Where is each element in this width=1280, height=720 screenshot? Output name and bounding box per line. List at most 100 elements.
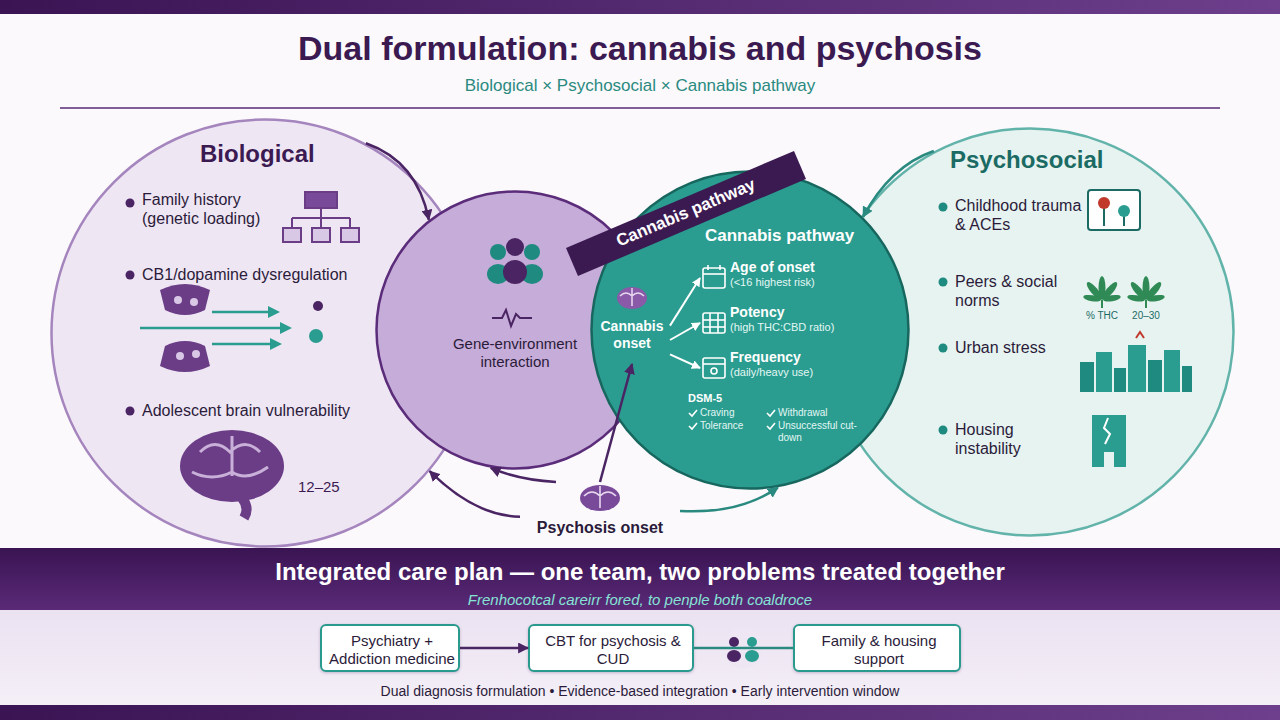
node-text: (high THC:CBD ratio) xyxy=(730,321,875,334)
cannabis-leaf-part xyxy=(1146,294,1165,303)
cannabis-leaf-part xyxy=(1083,294,1102,303)
potency-grid-icon-part xyxy=(703,319,725,321)
synapse-illustration-part xyxy=(140,312,282,344)
synapse-illustration-part xyxy=(268,306,292,350)
city-skyline-icon-part xyxy=(1164,350,1180,392)
node-text: Childhood trauma & ACEs xyxy=(955,196,1085,234)
check-mark-part xyxy=(767,423,775,429)
calendar-icon xyxy=(703,265,725,288)
node-heading: Psychosis onset xyxy=(520,518,680,537)
trauma-icon xyxy=(1088,190,1140,230)
connector-arrow xyxy=(460,647,528,650)
node-heading: Cannabis pathway xyxy=(705,226,875,246)
synapse-illustration-part-part xyxy=(270,338,282,350)
building-icon-part xyxy=(1104,418,1110,444)
people-icon-part xyxy=(745,650,759,662)
cannabis-leaf xyxy=(1083,276,1121,308)
potency-grid-icon xyxy=(703,313,725,333)
brain-icon-part xyxy=(180,430,284,502)
connector-arrow xyxy=(430,471,520,517)
family-tree-icon-part xyxy=(305,192,337,208)
process-box: CBT for psychosis & CUD xyxy=(528,624,694,672)
bullet-dot-part xyxy=(126,407,135,416)
connector-arrow xyxy=(670,278,700,326)
brain-icon-part xyxy=(617,287,647,309)
node-heading: Psychosocial xyxy=(950,146,1150,175)
family-tree-icon-part xyxy=(341,228,359,242)
node-text: Family history (genetic loading) xyxy=(142,190,292,228)
synapse-illustration-part-part xyxy=(280,322,292,334)
waveform-icon xyxy=(492,310,532,326)
synapse-illustration-part-part xyxy=(268,306,280,318)
node-heading: Gene-environment interaction xyxy=(445,335,585,371)
bullet-dot-part xyxy=(939,426,948,435)
banner-label: Cannabis pathway xyxy=(590,165,782,262)
node-text: Urban stress xyxy=(955,338,1075,357)
node-heading: Family & housing support xyxy=(795,632,963,668)
connector-arrow xyxy=(491,468,556,482)
trauma-icon-part xyxy=(1098,197,1110,209)
annotation-label: % THC xyxy=(1078,310,1126,322)
potency-grid-icon-part xyxy=(703,326,725,328)
diagram-caption: Biological × Psychosocial × Cannabis pat… xyxy=(0,76,1280,96)
bullet-dot-part xyxy=(126,271,135,280)
node-heading: Potency xyxy=(730,304,875,321)
node-text: Frenhocotcal careirr fored, to penple bo… xyxy=(0,591,1280,609)
bullet-dot-part xyxy=(939,203,948,212)
node-heading: Psychiatry + Addiction medicine xyxy=(322,632,462,668)
people-icon-part xyxy=(747,637,757,647)
calendar-icon-part xyxy=(703,363,725,365)
city-skyline-icon-part xyxy=(1182,366,1192,392)
title-rule xyxy=(60,107,1220,109)
node-text: CB1/dopamine dysregulation xyxy=(142,265,372,284)
cannabis-leaf-part xyxy=(1101,300,1103,308)
family-tree-icon xyxy=(283,192,359,242)
text-node: Potency(high THC:CBD ratio) xyxy=(700,303,875,343)
cannabis-leaf-part xyxy=(1145,300,1147,308)
cannabis-leaf-part xyxy=(1127,294,1146,303)
diagram-title: Dual formulation: cannabis and psychosis xyxy=(0,28,1280,69)
people-icon-part xyxy=(524,244,540,260)
connector-arrow xyxy=(366,143,429,220)
building-icon-part xyxy=(1104,452,1114,467)
annotation-label: Withdrawal xyxy=(778,407,863,419)
check-mark-part xyxy=(767,410,775,416)
annotation-label: Tolerance xyxy=(700,420,775,432)
node-text: (<16 highest risk) xyxy=(730,276,875,289)
calendar-icon xyxy=(703,358,725,378)
people-icon-part xyxy=(506,238,524,256)
trauma-icon-part xyxy=(1088,190,1140,230)
node-text: Adolescent brain vulnerability xyxy=(142,401,382,420)
care-plan-band: Integrated care plan — one team, two pro… xyxy=(0,548,1280,705)
annotation-label: DSM-5 xyxy=(688,392,748,405)
synapse-illustration-part-part xyxy=(212,343,272,346)
calendar-icon-part xyxy=(707,265,709,270)
connector-arrow xyxy=(680,488,778,512)
building-icon-part xyxy=(1092,415,1126,467)
connector-arrow xyxy=(863,151,934,217)
text-node: Cannabis onset xyxy=(594,316,670,364)
check-mark-part xyxy=(689,410,697,416)
people-icon-part xyxy=(729,637,739,647)
trauma-icon-part xyxy=(1118,205,1130,217)
node-heading: CBT for psychosis & CUD xyxy=(530,632,696,668)
calendar-icon-part xyxy=(703,268,725,288)
brain-icon-part xyxy=(192,436,268,477)
connector-arrow xyxy=(670,354,700,368)
brain-icon xyxy=(580,485,620,511)
family-tree-icon-part xyxy=(283,228,301,242)
trauma-icon-part xyxy=(1103,208,1105,226)
bullet-dot-part xyxy=(939,344,948,353)
synapse-illustration-part xyxy=(309,329,323,343)
brain-icon-part xyxy=(580,485,620,511)
trauma-icon-part xyxy=(1123,216,1125,226)
node-heading: Cannabis onset xyxy=(594,318,670,352)
calendar-icon-part xyxy=(719,265,721,270)
synapse-illustration-part xyxy=(174,296,182,304)
brain-icon-part xyxy=(584,486,616,508)
node-heading: Integrated care plan — one team, two pro… xyxy=(0,558,1280,587)
annotation-label: 12–25 xyxy=(298,478,358,496)
family-tree-icon-part xyxy=(292,208,350,228)
bullet-dot xyxy=(126,199,135,416)
